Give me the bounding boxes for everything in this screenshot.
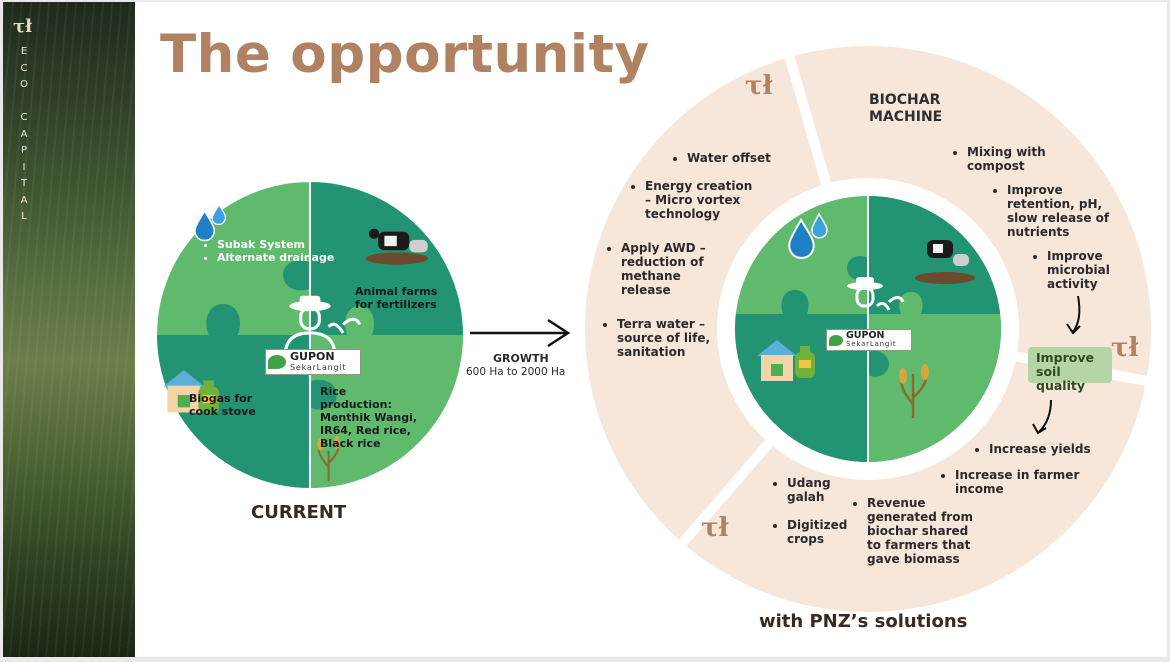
outcome-item: Increase yields — [989, 442, 1129, 456]
svg-text:τł: τł — [701, 513, 729, 543]
solutions-heading: with PNZ’s solutions — [759, 611, 968, 632]
brand-logo: τł — [13, 16, 33, 37]
bottom-item: Digitized crops — [787, 518, 857, 546]
biochar-item: Improve retention, pH, slow release of n… — [1007, 183, 1127, 239]
growth-label: GROWTH — [493, 352, 549, 365]
cattle-icon — [365, 228, 428, 265]
gupon-sub: SekarLangit — [290, 363, 347, 372]
outcomes-list: Increase yieldsIncrease in farmer income… — [853, 442, 1093, 566]
solution-item: Apply AWD – reduction of methane release — [621, 241, 729, 297]
gupon-sub-inner: SekarLangit — [846, 340, 897, 348]
svg-text:τł: τł — [745, 71, 773, 101]
cattle-icon — [915, 240, 975, 284]
bottom-items-list: Udang galahDigitized crops — [773, 476, 853, 546]
current-bottom-right-label: Rice production: Menthik Wangi, IR64, Re… — [320, 385, 418, 450]
farmer-icon — [283, 295, 362, 356]
page-title: The opportunity — [160, 24, 650, 85]
house-icon — [163, 370, 205, 413]
solutions-left-list: Water offsetEnergy creation – Micro vort… — [603, 151, 771, 359]
farmer-icon — [847, 277, 905, 311]
current-top-right-label: Animal farms for fertilizers — [355, 285, 438, 311]
solution-item: Energy creation – Micro vortex technolog… — [645, 179, 753, 221]
brand-leaf-icon: τł τł τł — [701, 71, 1139, 543]
gupon-name: GUPON — [290, 350, 335, 363]
curved-arrow-icon — [1032, 295, 1081, 435]
solution-item: Water offset — [687, 151, 797, 165]
leaf-logo-icon — [268, 355, 286, 369]
biochar-title: BIOCHAR MACHINE — [869, 92, 943, 125]
biochar-item: Improve microbial activity — [1047, 249, 1129, 291]
water-drops-icon — [194, 203, 227, 242]
current-item: Subak System — [217, 238, 334, 251]
outcome-item: Increase in farmer income — [955, 468, 1095, 496]
house-icon — [757, 340, 797, 381]
bottom-item: Udang galah — [787, 476, 857, 504]
leaf-logo-icon — [829, 334, 843, 346]
water-drops-icon — [788, 212, 828, 259]
rice-plant-icon — [317, 436, 340, 482]
soil-quality-pill: Improve soil quality — [1028, 347, 1112, 393]
gas-cylinder-icon — [198, 380, 220, 414]
svg-text:τł: τł — [1111, 333, 1139, 363]
current-item: Alternate drainage — [217, 251, 334, 264]
current-top-left-list: Subak SystemAlternate drainage — [205, 238, 334, 264]
current-bottom-left-label: Biogas for cook stove — [189, 392, 256, 418]
biochar-item: Mixing with compost — [967, 145, 1077, 173]
solution-item: Terra water – source of life, sanitation — [617, 317, 725, 359]
rice-plant-icon — [899, 364, 929, 418]
gupon-name-inner: GUPON — [846, 330, 885, 341]
biochar-list: Mixing with compostImprove retention, pH… — [953, 145, 1113, 291]
gas-cylinder-icon — [795, 346, 815, 378]
growth-arrow-icon — [470, 318, 571, 348]
outcome-item: Revenue generated from biochar shared to… — [867, 496, 975, 566]
growth-range: 600 Ha to 2000 Ha — [466, 366, 566, 378]
current-heading: CURRENT — [251, 502, 347, 523]
